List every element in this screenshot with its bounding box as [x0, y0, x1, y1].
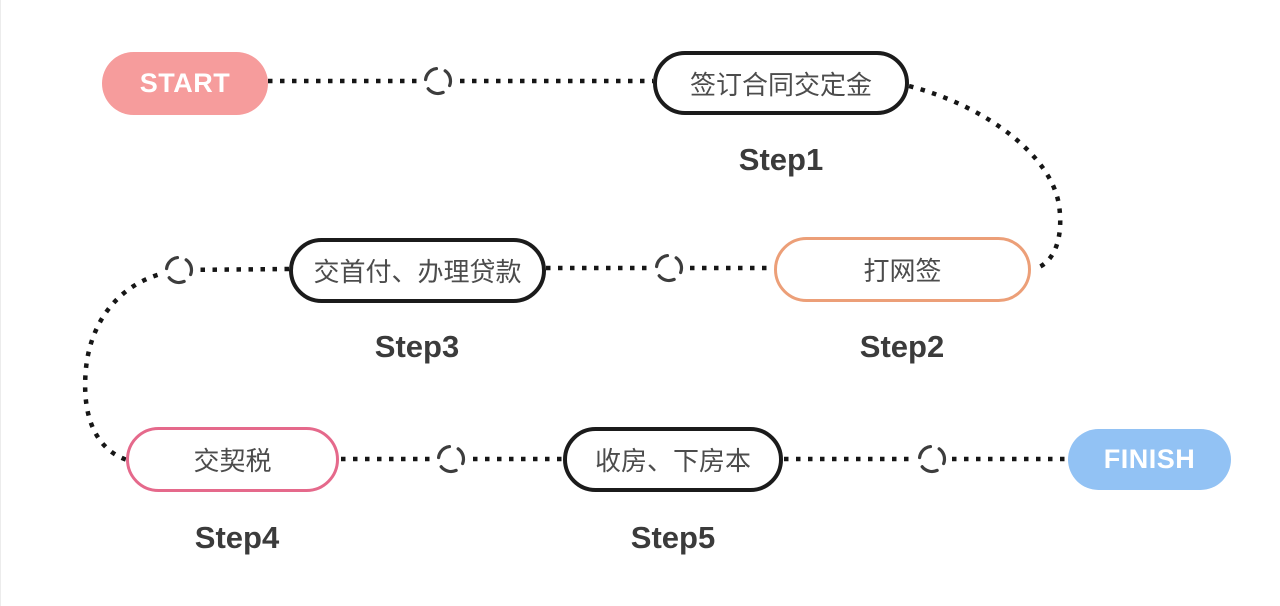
node-step5[interactable]: 收房、下房本 [563, 427, 783, 492]
node-step3-text: 交首付、办理贷款 [313, 257, 522, 287]
step3-label: Step3 [374, 329, 460, 364]
step5-label: Step5 [630, 520, 716, 555]
node-step2[interactable]: 打网签 [774, 237, 1031, 302]
step2-label: Step2 [859, 329, 945, 364]
node-start-label: START [139, 68, 231, 98]
node-finish-label: FINISH [1103, 444, 1196, 474]
sync-circle-icon [421, 64, 455, 98]
node-step2-text: 打网签 [863, 256, 942, 286]
node-step3[interactable]: 交首付、办理贷款 [289, 238, 546, 303]
sync-circle-icon [434, 442, 468, 476]
node-start[interactable]: START [102, 52, 268, 115]
node-finish[interactable]: FINISH [1068, 429, 1231, 490]
sync-circle-icon [652, 251, 686, 285]
node-step4-text: 交契税 [193, 446, 272, 476]
step1-label: Step1 [738, 142, 824, 177]
step4-label: Step4 [194, 520, 280, 555]
node-step4[interactable]: 交契税 [126, 427, 339, 492]
node-step1[interactable]: 签订合同交定金 [653, 51, 909, 115]
node-step5-text: 收房、下房本 [594, 446, 751, 476]
node-step1-text: 签订合同交定金 [689, 69, 872, 100]
sync-circle-icon [162, 253, 196, 287]
connector-step3-step4 [82, 266, 290, 463]
sync-circle-icon [915, 442, 949, 476]
